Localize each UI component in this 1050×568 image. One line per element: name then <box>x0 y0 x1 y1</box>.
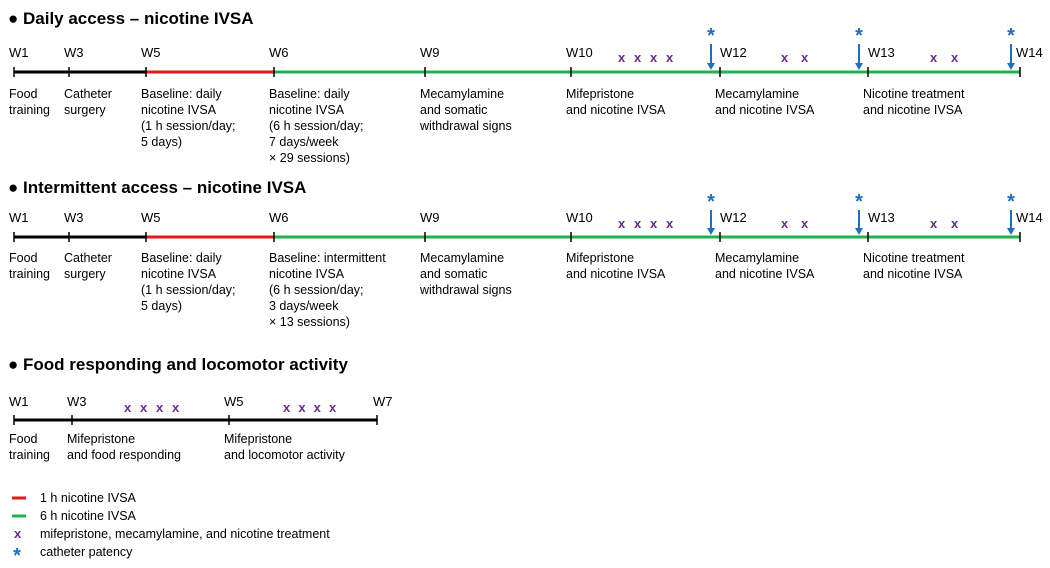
patency-star-icon: * <box>707 191 715 213</box>
week-label: W5 <box>224 394 244 409</box>
week-label: W9 <box>420 45 440 60</box>
section-title: ● Intermittent access – nicotine IVSA <box>8 178 306 197</box>
legend-label: 1 h nicotine IVSA <box>40 491 137 505</box>
week-label: W7 <box>373 394 393 409</box>
patency-star-icon: * <box>1007 25 1015 47</box>
week-label: W6 <box>269 210 289 225</box>
week-label: W10 <box>566 45 593 60</box>
legend-star-icon: * <box>13 545 21 567</box>
week-label: W1 <box>9 45 29 60</box>
week-label: W3 <box>64 45 84 60</box>
week-label: W5 <box>141 210 161 225</box>
patency-star-icon: * <box>855 25 863 47</box>
patency-star-icon: * <box>855 191 863 213</box>
week-label: W12 <box>720 45 747 60</box>
section-title: ● Daily access – nicotine IVSA <box>8 9 254 28</box>
week-label: W14 <box>1016 210 1043 225</box>
patency-arrow-head-icon <box>707 228 715 235</box>
week-label: W12 <box>720 210 747 225</box>
week-label: W13 <box>868 210 895 225</box>
patency-star-icon: * <box>707 25 715 47</box>
week-label: W13 <box>868 45 895 60</box>
week-label: W3 <box>67 394 87 409</box>
week-label: W10 <box>566 210 593 225</box>
week-label: W1 <box>9 210 29 225</box>
patency-arrow-head-icon <box>855 228 863 235</box>
week-label: W3 <box>64 210 84 225</box>
patency-arrow-head-icon <box>855 63 863 70</box>
week-label: W9 <box>420 210 440 225</box>
legend-label: mifepristone, mecamylamine, and nicotine… <box>40 527 330 541</box>
week-label: W5 <box>141 45 161 60</box>
legend-label: catheter patency <box>40 545 133 559</box>
patency-arrow-head-icon <box>1007 63 1015 70</box>
legend-label: 6 h nicotine IVSA <box>40 509 137 523</box>
section-title: ● Food responding and locomotor activity <box>8 355 348 374</box>
patency-arrow-head-icon <box>1007 228 1015 235</box>
patency-arrow-head-icon <box>707 63 715 70</box>
week-label: W6 <box>269 45 289 60</box>
patency-star-icon: * <box>1007 191 1015 213</box>
legend-x-icon: x <box>14 526 22 541</box>
week-label: W1 <box>9 394 29 409</box>
week-label: W14 <box>1016 45 1043 60</box>
